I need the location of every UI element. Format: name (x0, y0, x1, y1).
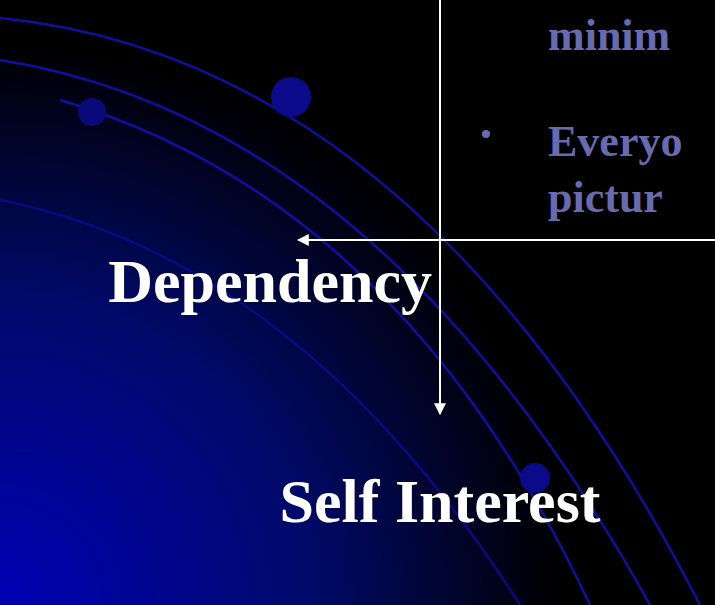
axis-label: Dependency (108, 250, 432, 312)
axis-arrow (439, 0, 441, 414)
decor-arcs (0, 18, 700, 605)
axis-arrow (298, 239, 715, 241)
slide-text: minim (548, 8, 670, 64)
slide-bullet-text: Everyo pictur (548, 114, 698, 226)
decor-dots (78, 77, 550, 493)
axis-label: Self Interest (280, 470, 601, 532)
bullet-dot (482, 130, 490, 138)
